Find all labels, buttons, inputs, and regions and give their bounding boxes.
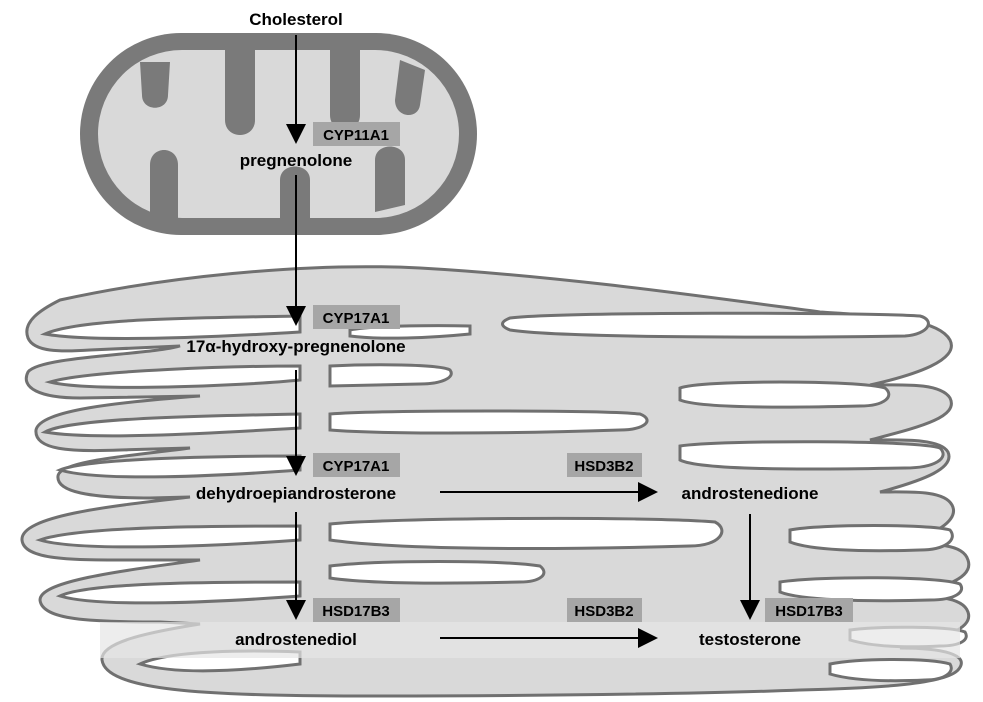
enzyme-cyp17a1-first: CYP17A1 [323,310,390,327]
er-lumen [330,562,544,584]
enzyme-cyp17a1-second: CYP17A1 [323,458,390,475]
metabolite-cholesterol: Cholesterol [249,10,343,29]
endoplasmic-reticulum [22,267,969,696]
er-lumen [330,365,451,386]
er-highlight-band [100,622,960,658]
er-lumen [780,578,962,601]
er-lumen [680,442,943,469]
enzyme-hsd3b2-upper: HSD3B2 [574,458,633,475]
metabolite-androstenediol: androstenediol [235,630,357,649]
enzyme-hsd17b3-left: HSD17B3 [322,603,390,620]
er-lumen [503,313,929,337]
metabolite-17a-hydroxy-pregnenolone: 17α-hydroxy-pregnenolone [186,337,405,356]
er-lumen [330,518,722,548]
crista [375,147,405,213]
metabolite-pregnenolone: pregnenolone [240,151,352,170]
enzyme-hsd17b3-right: HSD17B3 [775,603,843,620]
metabolite-testosterone: testosterone [699,630,801,649]
enzyme-cyp11a1: CYP11A1 [323,127,389,144]
enzyme-hsd3b2-lower: HSD3B2 [574,603,633,620]
crista [140,62,170,108]
metabolite-androstenedione: androstenedione [682,484,819,503]
mitochondrion [80,33,477,235]
er-lumen [830,660,951,681]
metabolite-dhea: dehydroepiandrosterone [196,484,396,503]
er-lumen [790,526,952,551]
er-lumen [680,382,889,407]
crista [225,50,255,135]
crista [150,150,178,218]
crista [330,50,360,130]
er-lumen [330,411,647,433]
